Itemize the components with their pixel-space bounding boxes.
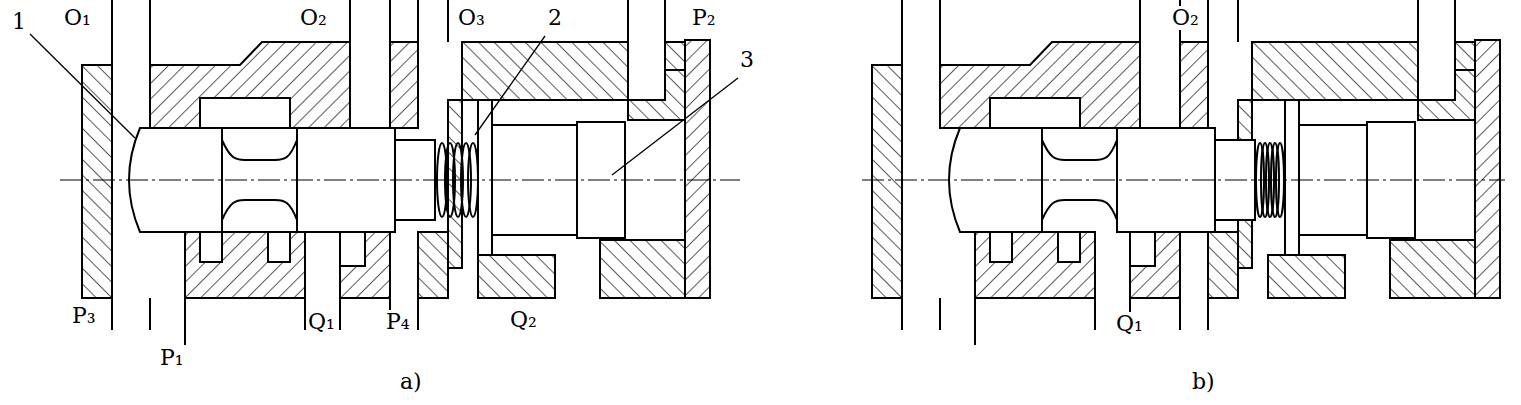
part-label: 1 [10,10,28,34]
part-label: O₃ [456,6,487,30]
part-label: P₃ [70,304,98,328]
part-label: O₂ [298,6,329,30]
part-label: Q₁ [1114,312,1145,336]
part-label: 3 [738,48,756,72]
part-label: P₂ [690,6,718,30]
part-label: Q₁ [306,310,337,334]
part-label: a) [398,370,424,394]
part-label: P₁ [158,346,186,370]
part-label: O₂ [1170,6,1201,30]
part-label: 2 [546,6,564,30]
part-label: b) [1190,370,1217,394]
part-label: P₄ [384,310,412,334]
part-label: Q₂ [508,308,539,332]
part-label: O₁ [62,6,93,30]
